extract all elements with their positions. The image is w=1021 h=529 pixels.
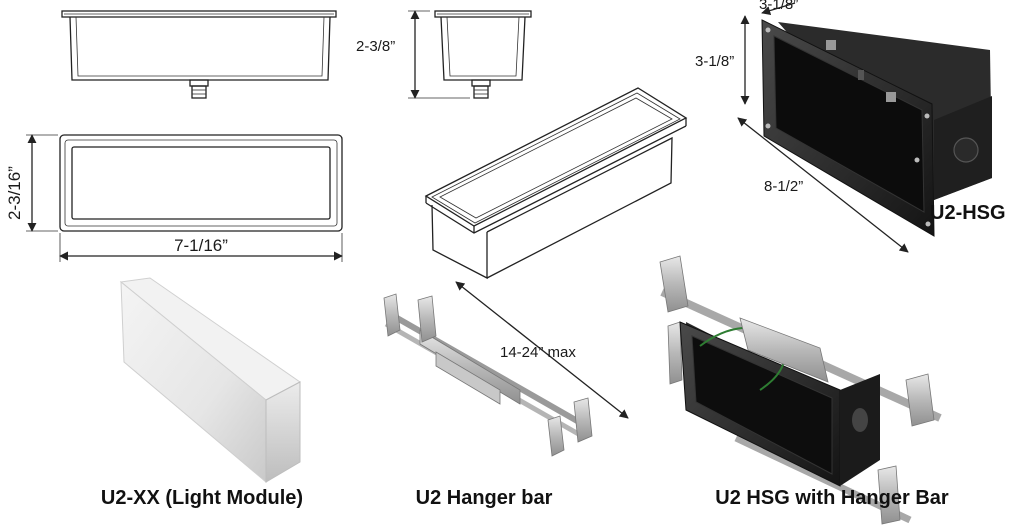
span-dimension-label: 14-24” max (500, 344, 576, 361)
hsg-with-hanger-caption: U2 HSG with Hanger Bar (715, 487, 949, 509)
side-view-long (61, 10, 337, 99)
hsg-caption: U2-HSG (930, 202, 1006, 224)
hsg-with-hanger-image: U2 HSG with Hanger Bar (659, 255, 949, 525)
width-dimension-label: 2-3/16” (5, 166, 24, 220)
hsg-top-dimension-label: 3-1/8” (759, 0, 798, 13)
top-view: 2-3/16” 7-1/16” (5, 134, 343, 262)
side-view-short: 2-3/8” (356, 10, 532, 99)
hsg-length-dimension-label: 8-1/2” (764, 178, 803, 195)
hsg-height-dimension-label: 3-1/8” (695, 53, 734, 70)
hsg-housing-image: 3-1/8” 3-1/8” 8-1/2” U2-HSG (695, 0, 1006, 253)
hanger-bar-image: 14-24” max U2 Hanger bar (383, 281, 629, 509)
depth-dimension-label: 2-3/8” (356, 38, 395, 55)
light-module-image: U2-XX (Light Module) (101, 277, 303, 509)
length-dimension-label: 7-1/16” (174, 236, 228, 255)
module-caption: U2-XX (Light Module) (101, 487, 303, 509)
hanger-caption: U2 Hanger bar (416, 487, 553, 509)
isometric-outline (424, 87, 688, 280)
